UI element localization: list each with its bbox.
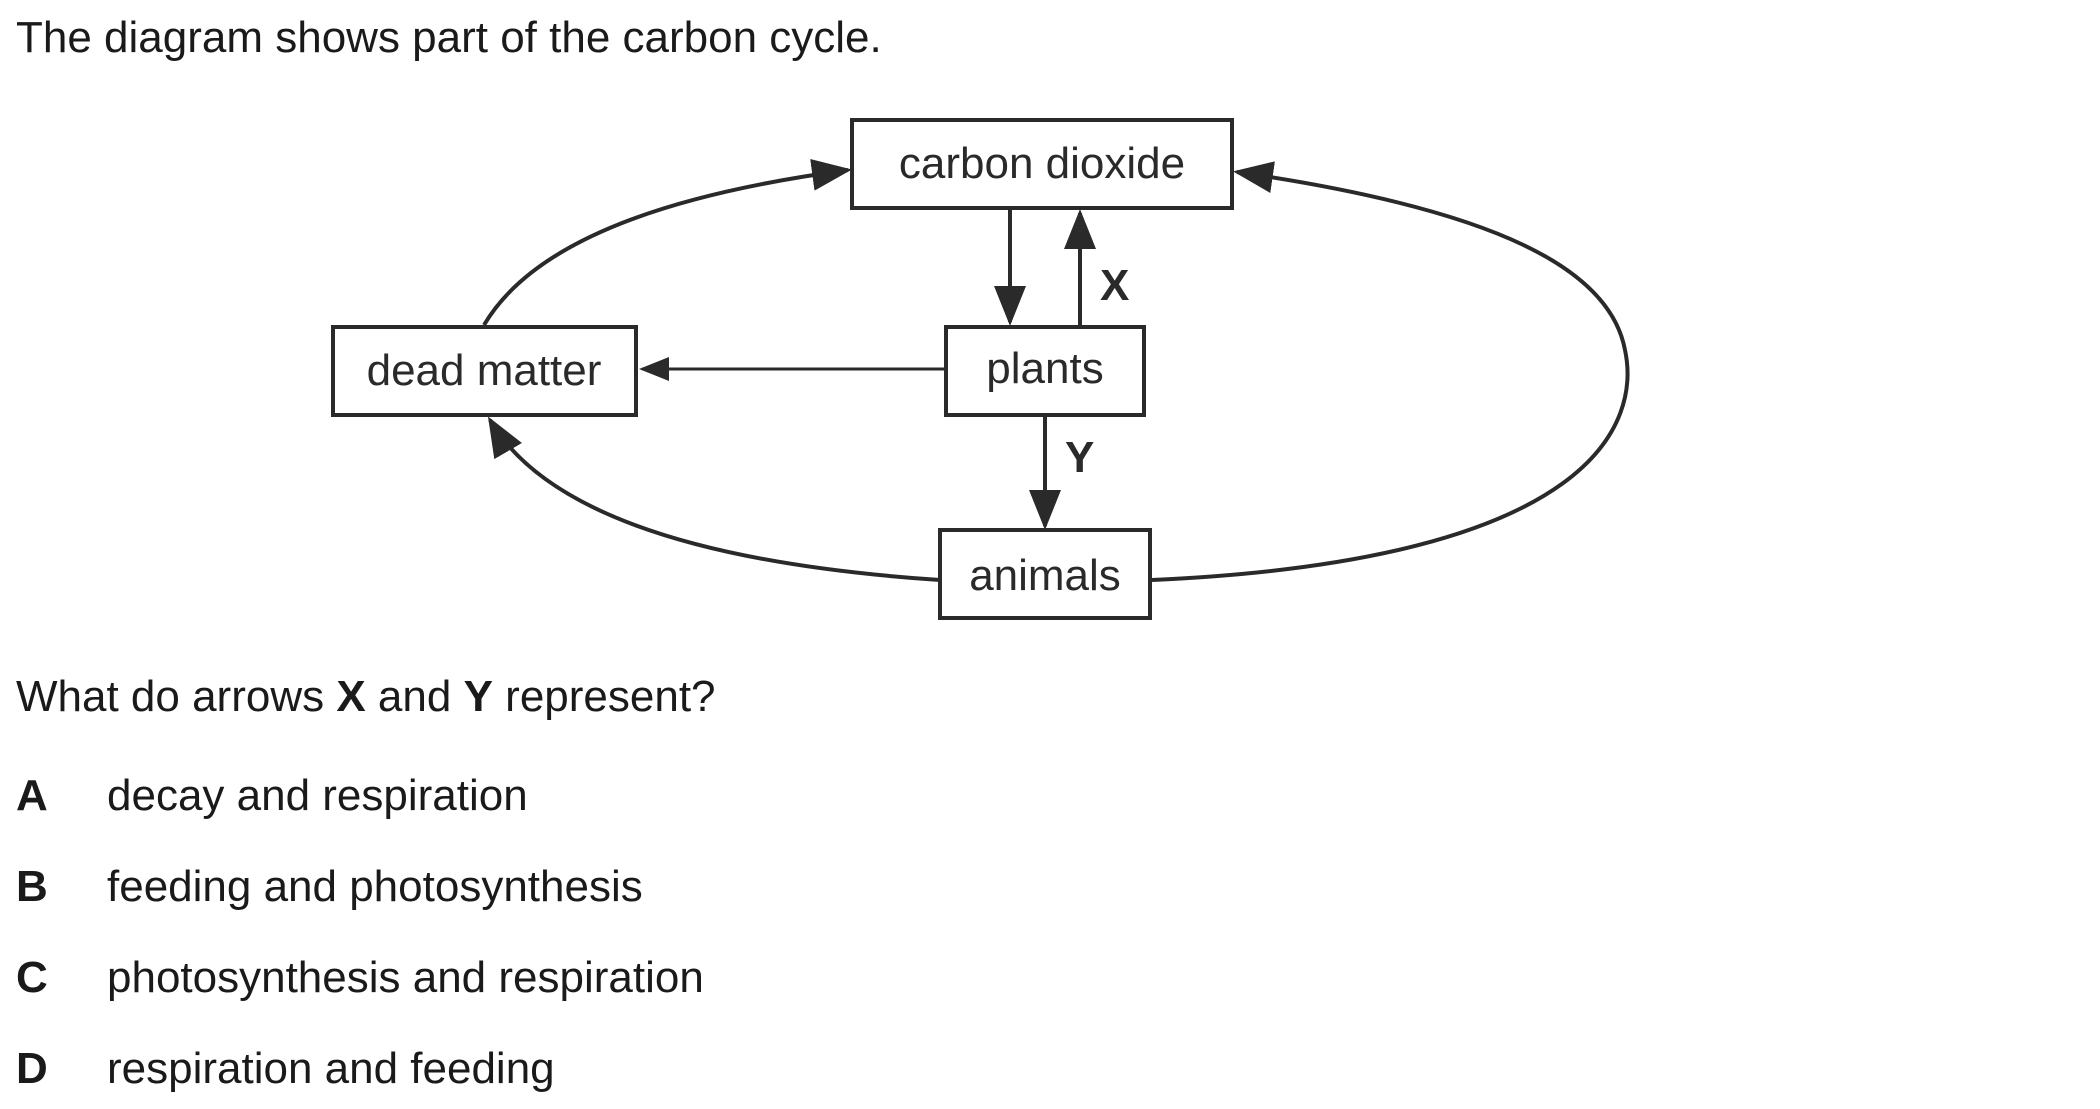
option-a-letter: A [16,771,48,820]
carbon-dioxide-box [850,118,1234,210]
carbon-dioxide-label: carbon dioxide [899,139,1185,188]
option-c-letter: C [16,953,48,1002]
arrow-dead-matter-to-co2 [482,158,852,327]
intro-text: The diagram shows part of the carbon cyc… [16,13,882,62]
question-y: Y [463,672,493,721]
arrow-animals-to-dead-matter [487,416,941,582]
arrow-x-label: X [1100,261,1129,310]
dead-matter-label: dead matter [367,346,602,395]
arrow-animals-to-co2 [1151,161,1630,582]
option-d-letter: D [16,1044,48,1093]
animals-box [938,528,1152,620]
question-part-after: represent? [492,672,716,721]
dead-matter-box [331,325,638,417]
option-b-letter: B [16,862,48,911]
plants-label: plants [986,344,1103,393]
option-c-text: photosynthesis and respiration [107,953,704,1002]
arrow-y-label: Y [1065,433,1094,482]
question-x: X [336,672,366,721]
question-text: What do arrows X and Y represent? [16,669,716,725]
carbon-cycle-diagram: carbon dioxide dead matter plants animal… [331,118,1630,620]
question-part-middle: and [365,672,464,721]
option-b-text: feeding and photosynthesis [107,862,643,911]
plants-box [944,325,1146,417]
option-d-text: respiration and feeding [107,1044,555,1093]
option-a-text: decay and respiration [107,771,528,820]
question-part-before: What do arrows [16,672,337,721]
animals-label: animals [969,551,1121,600]
